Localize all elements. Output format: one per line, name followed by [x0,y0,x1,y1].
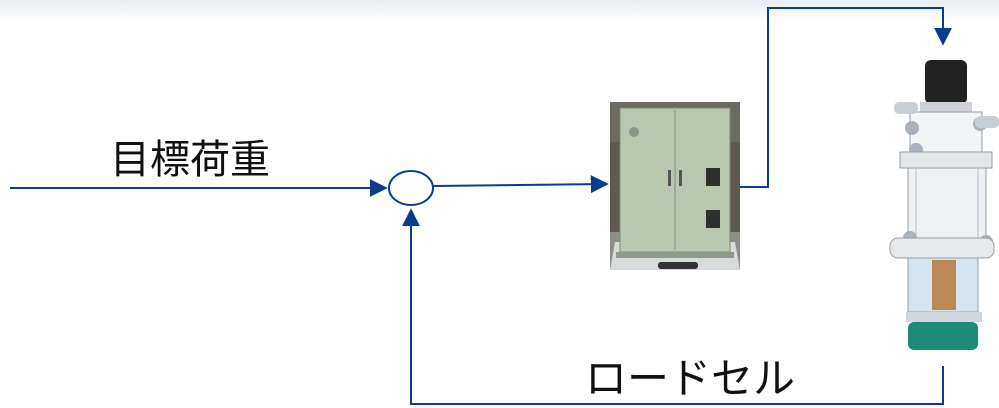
controller-arrow [432,175,609,194]
actuator-command-line [712,7,952,188]
load-cell-label: ロードセル [585,354,796,403]
top-band [0,0,999,22]
target-load-label: 目標荷重 [110,137,270,183]
feedback-line [402,208,944,405]
control-cabinet-photo [610,102,740,270]
pneumatic-cylinder-icon [889,60,999,350]
summing-junction-icon [388,170,434,206]
